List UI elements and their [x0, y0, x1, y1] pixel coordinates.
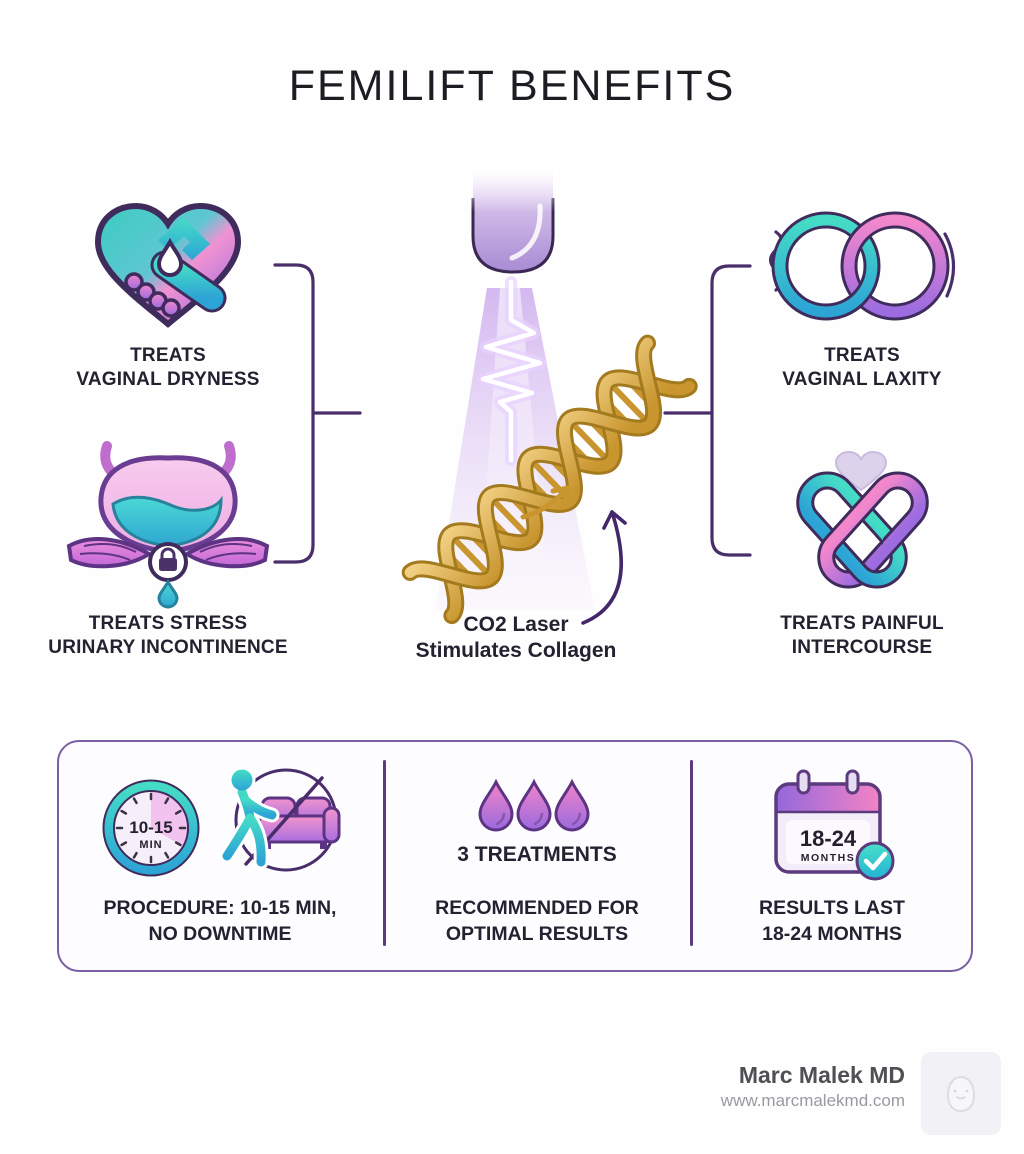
left-bracket-connector	[273, 263, 362, 564]
calendar-check-icon: 18-24 MONTHS	[774, 769, 895, 881]
benefit-label-incontinence: TREATS STRESS URINARY INCONTINENCE	[48, 613, 288, 658]
benefit-label-laxity: TREATS VAGINAL LAXITY	[782, 345, 942, 390]
droplet-icon	[478, 778, 514, 832]
droplet-icon	[516, 778, 552, 832]
logo-glyph-icon	[946, 1075, 976, 1112]
dna-collagen-icon	[401, 334, 698, 625]
right-bracket-connector	[663, 264, 752, 557]
clinic-logo	[921, 1052, 1001, 1135]
footer-name: Marc Malek MD	[738, 1062, 905, 1088]
timer-value: 10-15	[129, 818, 172, 837]
facts-divider-1	[383, 760, 386, 946]
footer-credit: Marc Malek MD www.marcmalekmd.com	[560, 1062, 905, 1111]
interlocked-rings-icon	[768, 211, 956, 321]
bladder-lock-icon	[66, 441, 270, 609]
linked-hearts-icon	[796, 450, 929, 589]
collagen-arrows	[520, 485, 627, 625]
calendar-value: 18-24	[800, 826, 857, 851]
calendar-unit: MONTHS	[801, 852, 856, 864]
laser-caption: CO2 Laser Stimulates Collagen	[415, 613, 617, 662]
walking-no-downtime-icon	[219, 766, 341, 872]
benefit-label-intercourse: TREATS PAINFUL INTERCOURSE	[780, 613, 944, 658]
heart-handshake-droplet-icon	[94, 202, 242, 328]
timer-unit: MIN	[139, 839, 162, 851]
droplet-icon	[554, 778, 590, 832]
three-droplets-icon	[478, 778, 590, 832]
facts-divider-2	[690, 760, 693, 946]
fact-treatments-headline: 3 TREATMENTS	[457, 843, 617, 866]
fact-results: RESULTS LAST 18-24 MONTHS	[759, 897, 905, 945]
timer-icon: 10-15 MIN	[102, 779, 200, 877]
benefit-label-vaginal-dryness: TREATS VAGINAL DRYNESS	[76, 345, 260, 390]
fact-procedure: PROCEDURE: 10-15 MIN, NO DOWNTIME	[103, 897, 337, 945]
fact-treatments: RECOMMENDED FOR OPTIMAL RESULTS	[435, 897, 639, 945]
page-title: FEMILIFT BENEFITS	[288, 62, 736, 110]
footer-website: www.marcmalekmd.com	[720, 1091, 905, 1110]
